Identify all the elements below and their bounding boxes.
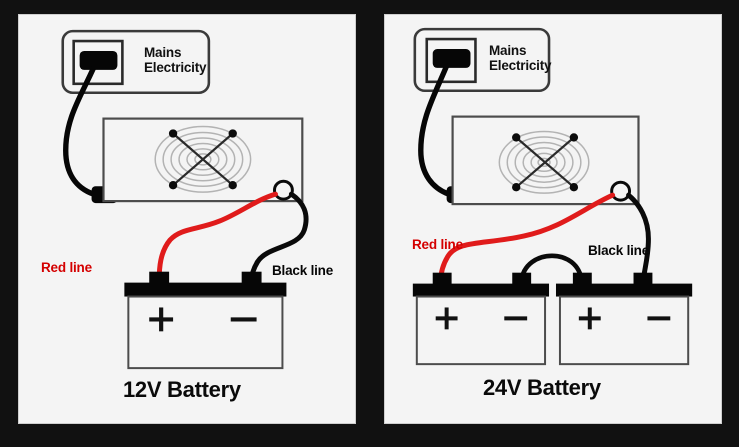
battery-case (127, 295, 284, 370)
fan-grille (498, 130, 590, 194)
battery-polarity-plus (149, 307, 174, 332)
charger-output-ring (272, 179, 294, 201)
charger-output-ring (610, 180, 632, 202)
battery-top-bar (412, 283, 550, 297)
plug-body (432, 49, 471, 68)
red-line-label: Red line (412, 237, 463, 252)
red-line-label: Red line (41, 260, 92, 275)
battery-polarity-plus (578, 307, 601, 330)
mains-electricity-label: Mains Electricity (489, 43, 552, 74)
battery-terminal-post-negative (633, 272, 653, 285)
battery-case (558, 295, 690, 366)
black-line-label: Black line (272, 263, 334, 278)
fan-support-screws (512, 133, 579, 192)
fan-support-screws (168, 129, 237, 190)
battery-terminal-post-negative (241, 271, 262, 284)
red-lead-wire (156, 191, 278, 284)
battery-12v (124, 271, 287, 370)
black-lead-wire (626, 192, 651, 285)
panel-title-12v: 12V Battery (123, 377, 241, 402)
battery-terminal-post-positive (572, 272, 592, 285)
black-line-label: Black line (588, 243, 650, 258)
battery-24v-right (555, 272, 693, 366)
panel-12v-graphics (61, 29, 309, 370)
panel-24v-graphics (412, 27, 693, 366)
battery-terminal-post-positive (149, 271, 170, 284)
battery-terminal-post-negative (512, 272, 532, 285)
mains-electricity-label: Mains Electricity (144, 45, 207, 76)
panel-24v: Mains Electricity Red line Black line 24… (384, 14, 722, 424)
panel-title-24v: 24V Battery (483, 375, 601, 400)
power-cord (63, 65, 97, 197)
battery-case (415, 295, 547, 366)
battery-terminal-post-positive (432, 272, 452, 285)
battery-top-bar (124, 282, 287, 297)
battery-bridge-wire (518, 253, 585, 284)
power-cord (418, 63, 452, 197)
fan-support-arms (172, 132, 234, 187)
battery-top-bar (555, 283, 693, 297)
battery-polarity-plus (435, 307, 458, 330)
fan-support-arms (515, 136, 575, 189)
plug-body (79, 51, 118, 70)
red-lead-wire (438, 192, 616, 285)
battery-24v-left (412, 272, 550, 366)
panel-12v: Mains Electricity Red line Black line 12… (18, 14, 356, 424)
fan-grille (154, 125, 252, 193)
